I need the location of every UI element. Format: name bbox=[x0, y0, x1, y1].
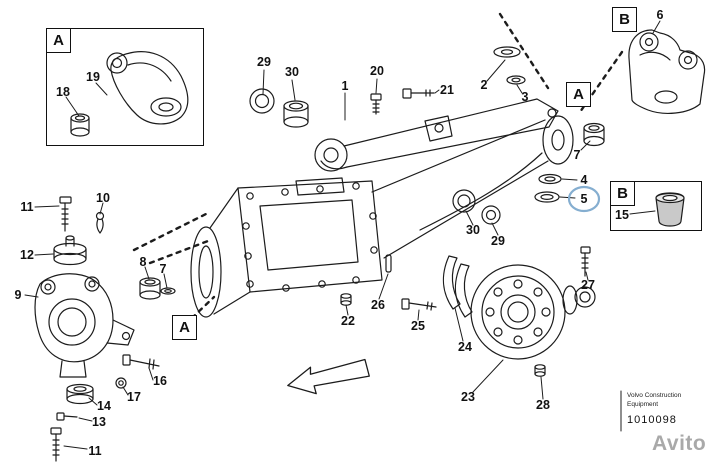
brand-text: Volvo Construction Equipment bbox=[627, 392, 681, 410]
steering-knuckle-assembly bbox=[34, 196, 176, 462]
callout-18: 18 bbox=[56, 84, 70, 99]
inset-a-contents bbox=[70, 51, 189, 137]
detail-b-marker-top: B bbox=[612, 7, 637, 32]
callout-9: 9 bbox=[14, 287, 22, 302]
callout-21: 21 bbox=[440, 82, 454, 97]
detail-a-marker-left: A bbox=[172, 315, 197, 340]
callout-11-lower: 11 bbox=[88, 443, 102, 458]
callout-5: 5 bbox=[580, 191, 588, 206]
inset-a-label: A bbox=[46, 28, 71, 53]
drawing-number: 1010098 bbox=[627, 414, 677, 426]
leader-lines bbox=[24, 20, 661, 450]
loose-parts bbox=[249, 46, 605, 225]
highlight-circle-part-5 bbox=[567, 185, 601, 213]
callout-14: 14 bbox=[97, 398, 111, 413]
callout-29-center: 29 bbox=[491, 233, 505, 248]
callout-7-left: 7 bbox=[159, 261, 167, 276]
wheel-hub-assembly bbox=[340, 246, 596, 377]
callout-23: 23 bbox=[461, 389, 475, 404]
callout-30-center: 30 bbox=[466, 222, 480, 237]
callout-6: 6 bbox=[656, 7, 664, 22]
callout-13: 13 bbox=[92, 414, 106, 429]
callout-30: 30 bbox=[285, 64, 299, 79]
callout-24: 24 bbox=[458, 339, 472, 354]
callout-12: 12 bbox=[20, 247, 34, 262]
brand-line-1: Volvo Construction bbox=[627, 392, 682, 399]
callout-7-right: 7 bbox=[573, 147, 581, 162]
callout-19: 19 bbox=[86, 69, 100, 84]
direction-arrow bbox=[287, 358, 370, 395]
axle-housing bbox=[190, 115, 574, 318]
avito-watermark: Avito bbox=[652, 432, 707, 455]
callout-29: 29 bbox=[257, 54, 271, 69]
part-6-casting bbox=[628, 29, 706, 114]
callout-17: 17 bbox=[127, 389, 141, 404]
dashed-reference-lines bbox=[132, 12, 624, 320]
callout-26: 26 bbox=[371, 297, 385, 312]
inset-detail-b-box bbox=[610, 181, 702, 231]
callout-10: 10 bbox=[96, 190, 110, 205]
brand-line-2: Equipment bbox=[627, 400, 659, 408]
callout-3: 3 bbox=[521, 89, 529, 104]
callout-1: 1 bbox=[341, 78, 349, 93]
callout-20: 20 bbox=[370, 63, 384, 78]
callout-16: 16 bbox=[153, 373, 167, 388]
callout-25: 25 bbox=[411, 318, 425, 333]
top-link-arm bbox=[314, 98, 559, 172]
callout-28: 28 bbox=[536, 397, 550, 412]
callout-22: 22 bbox=[341, 313, 355, 328]
detail-a-marker-right: A bbox=[566, 82, 591, 107]
callout-11-upper: 11 bbox=[20, 199, 34, 214]
callout-27: 27 bbox=[581, 277, 595, 292]
callout-15: 15 bbox=[615, 207, 629, 222]
part-15-bushing bbox=[655, 192, 685, 227]
callout-2: 2 bbox=[480, 77, 488, 92]
callout-4: 4 bbox=[580, 172, 588, 187]
inset-b-label: B bbox=[610, 181, 635, 206]
callout-8: 8 bbox=[139, 254, 147, 269]
inset-detail-a-box bbox=[46, 28, 204, 146]
